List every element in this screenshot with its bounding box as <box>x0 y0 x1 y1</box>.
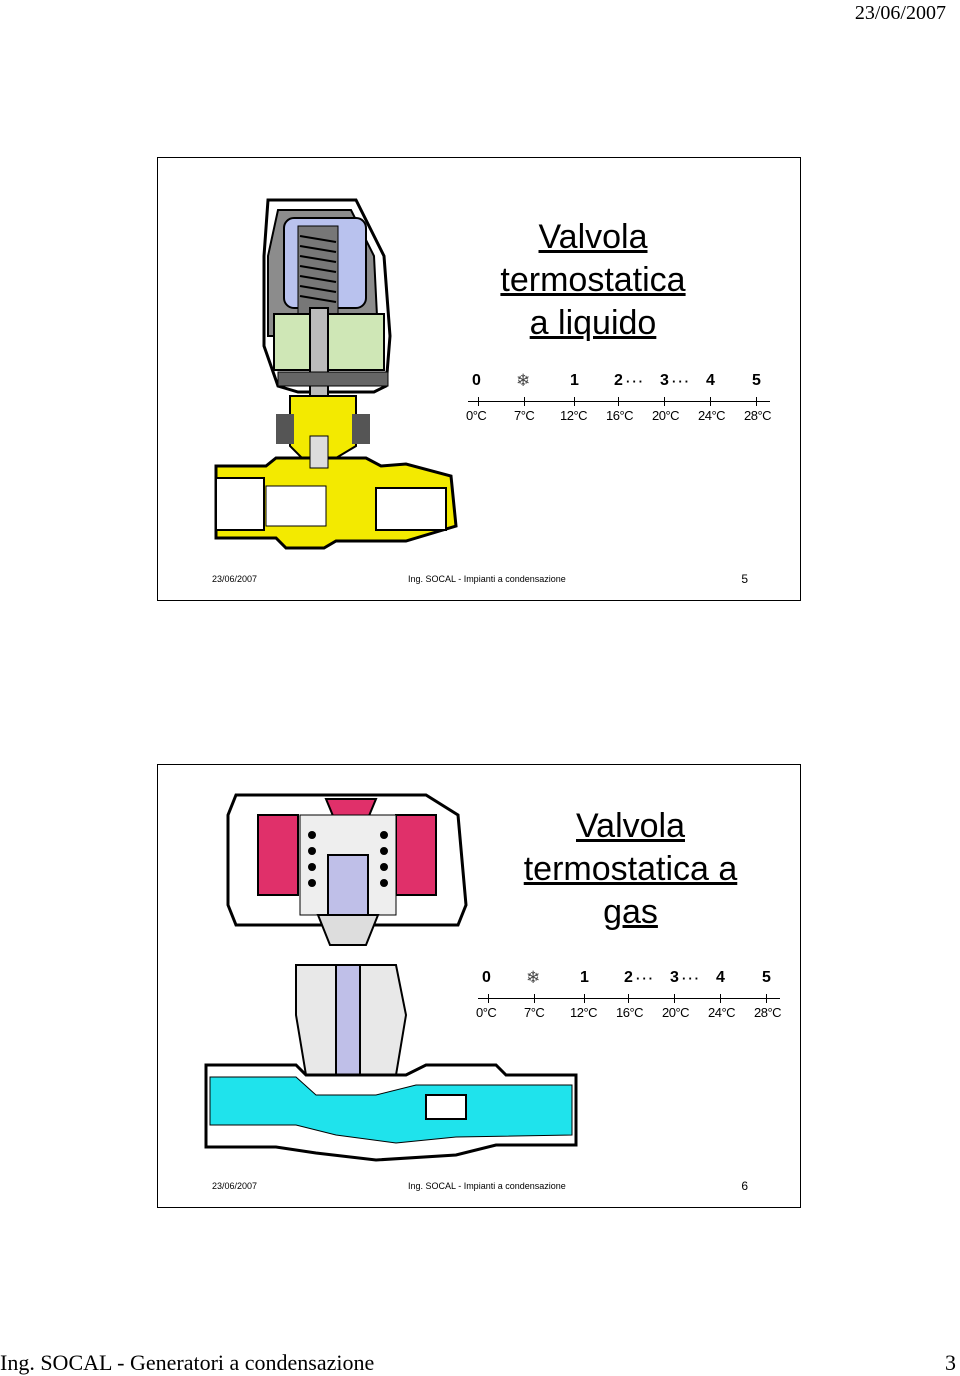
liquid-valve-cross-section <box>214 198 458 550</box>
slide-number: 6 <box>741 1179 748 1193</box>
scale-axis <box>468 401 770 402</box>
scale-number: 0 <box>472 372 481 389</box>
slide-gas-valve: Valvola termostatica a gas 0 ❄ 1 2 ··· 3… <box>157 764 801 1208</box>
slide-footer-date: 23/06/2007 <box>212 574 258 584</box>
scale-number: 3 <box>660 372 669 389</box>
slide-title: Valvola termostatica a gas <box>523 807 738 931</box>
page-date: 23/06/2007 <box>854 2 946 24</box>
scale-tick <box>618 397 619 406</box>
scale-temperature: 7°C <box>514 408 535 423</box>
scale-temperature: 16°C <box>616 1005 644 1020</box>
scale-number: 4 <box>716 969 725 986</box>
scale-number: 0 <box>482 969 491 986</box>
scale-tick <box>756 397 757 406</box>
slide-title: Valvola termostatica a liquido <box>500 218 686 342</box>
temperature-scale: 0 ❄ 1 2 ··· 3 ··· 4 5 0°C 7°C 12°C 16°C … <box>466 370 772 432</box>
scale-temperature: 0°C <box>466 408 487 423</box>
scale-number: 3 <box>670 969 679 986</box>
scale-axis <box>478 998 780 999</box>
slide-liquid-valve: Valvola termostatica a liquido 0 ❄ 1 2 ·… <box>157 157 801 601</box>
scale-temperature: 7°C <box>524 1005 545 1020</box>
scale-dots: ··· <box>682 971 701 986</box>
scale-temperature: 28°C <box>754 1005 782 1020</box>
snowflake-icon: ❄ <box>516 371 531 390</box>
scale-number: 5 <box>762 969 771 986</box>
scale-tick <box>720 994 721 1003</box>
slide-footer-text: Ing. SOCAL - Impianti a condensazione <box>408 574 566 584</box>
scale-temperature: 24°C <box>708 1005 736 1020</box>
scale-tick <box>584 994 585 1003</box>
scale-temperature: 0°C <box>476 1005 497 1020</box>
slide-footer-text: Ing. SOCAL - Impianti a condensazione <box>408 1181 566 1191</box>
scale-temperature: 28°C <box>744 408 772 423</box>
temperature-scale: 0 ❄ 1 2 ··· 3 ··· 4 5 0°C 7°C 12°C 16°C … <box>476 967 782 1029</box>
scale-number: 2 <box>624 969 633 986</box>
scale-temperature: 12°C <box>560 408 588 423</box>
scale-tick <box>478 397 479 406</box>
scale-temperature: 16°C <box>606 408 634 423</box>
scale-temperature: 12°C <box>570 1005 598 1020</box>
scale-number: 1 <box>570 372 579 389</box>
scale-temperature: 20°C <box>652 408 680 423</box>
scale-tick <box>574 397 575 406</box>
scale-number: 2 <box>614 372 623 389</box>
scale-tick <box>524 397 525 406</box>
slide-number: 5 <box>741 572 748 586</box>
scale-dots: ··· <box>636 971 655 986</box>
scale-dots: ··· <box>626 374 645 389</box>
scale-tick <box>766 994 767 1003</box>
scale-number: 1 <box>580 969 589 986</box>
page-footer-text: Ing. SOCAL - Generatori a condensazione <box>0 1350 375 1375</box>
scale-temperature: 20°C <box>662 1005 690 1020</box>
scale-temperature: 24°C <box>698 408 726 423</box>
scale-tick <box>534 994 535 1003</box>
scale-tick <box>664 397 665 406</box>
scale-number: 4 <box>706 372 715 389</box>
scale-tick <box>674 994 675 1003</box>
scale-tick <box>628 994 629 1003</box>
page-number: 3 <box>945 1350 956 1375</box>
scale-number: 5 <box>752 372 761 389</box>
scale-tick <box>710 397 711 406</box>
scale-dots: ··· <box>672 374 691 389</box>
slide-footer-date: 23/06/2007 <box>212 1181 258 1191</box>
scale-tick <box>488 994 489 1003</box>
gas-valve-cross-section <box>204 793 578 1162</box>
snowflake-icon: ❄ <box>526 968 541 987</box>
